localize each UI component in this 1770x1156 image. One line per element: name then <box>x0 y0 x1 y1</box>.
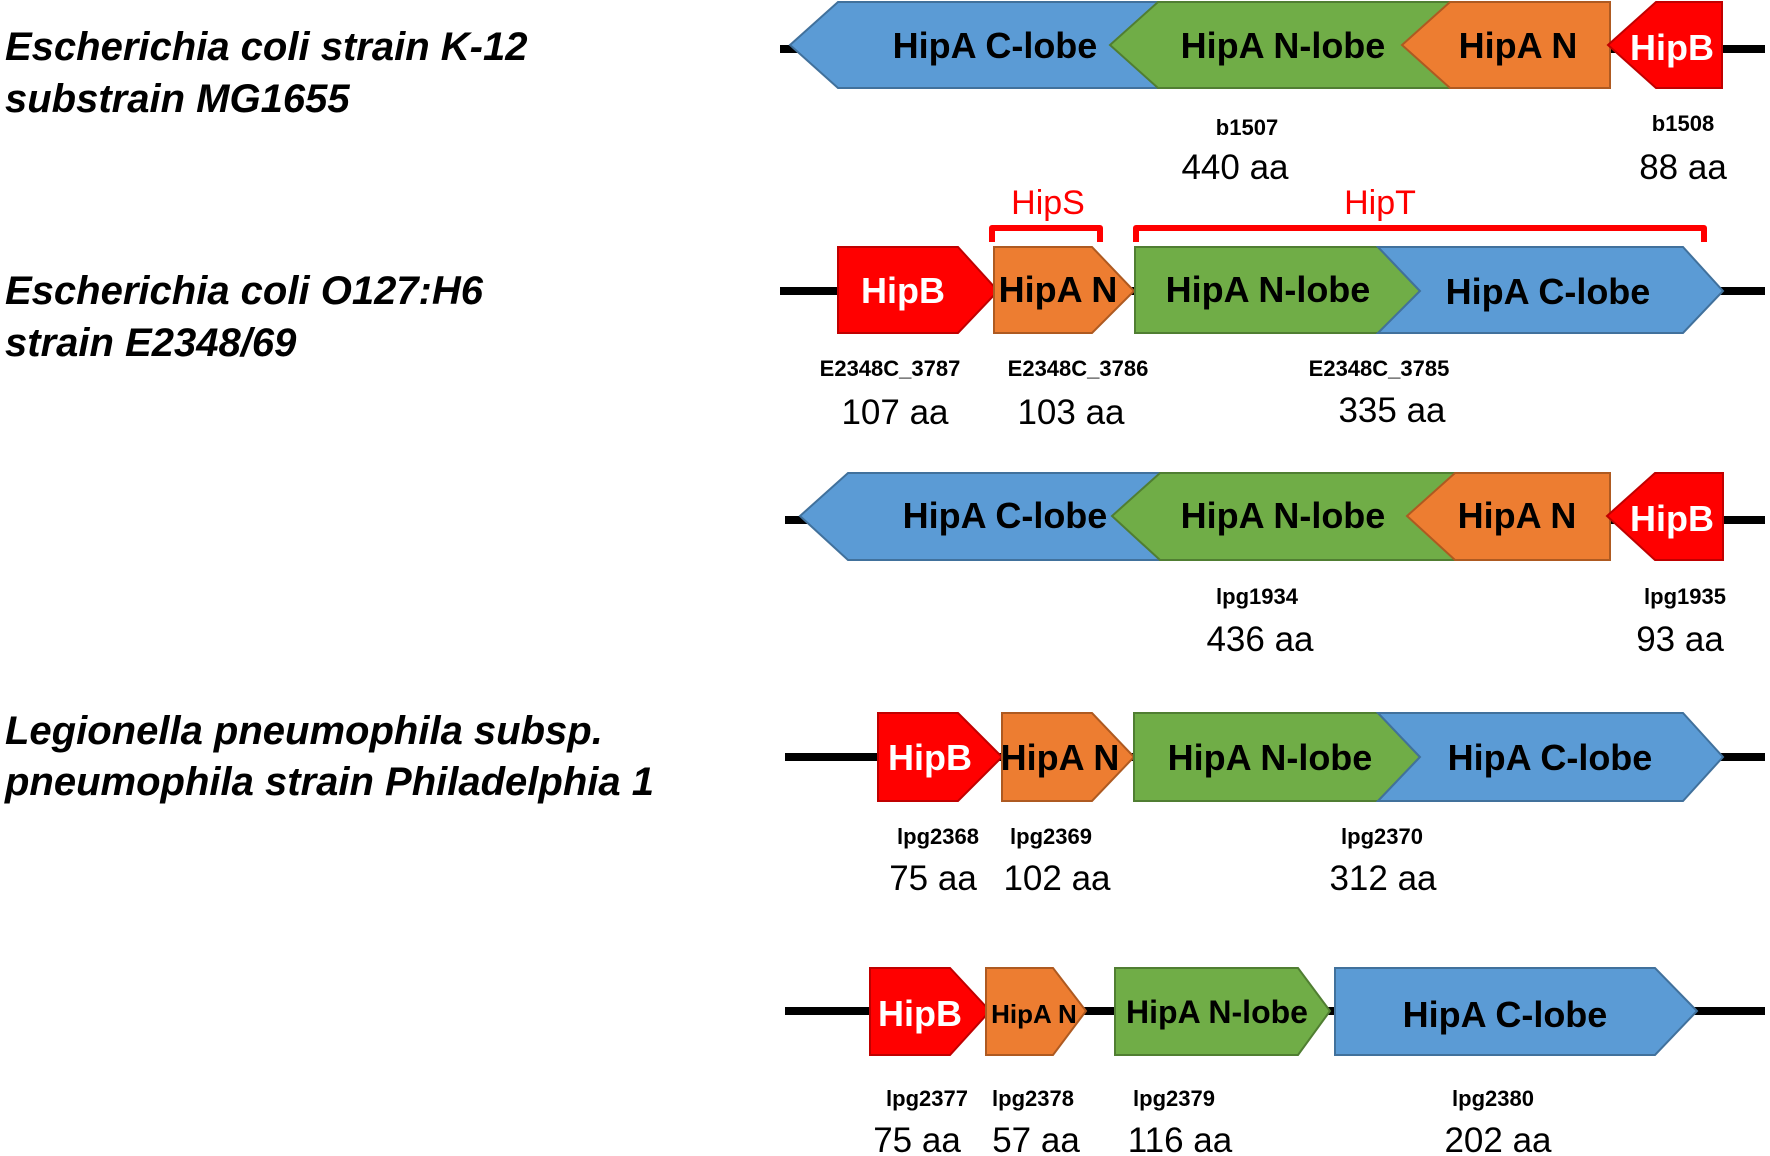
operon-1-gene-1-locus: b1507 <box>1216 115 1278 140</box>
operon-5-hipa-c-lobe-domain <box>1334 967 1699 1056</box>
operon-5-hipb-label: HipB <box>878 993 962 1034</box>
operon-3-hipb-domain <box>1605 472 1724 561</box>
operon-5-gene-3-length: 116 aa <box>1128 1121 1233 1156</box>
operon-5-hipa-n-lobe-label: HipA N-lobe <box>1126 994 1308 1030</box>
operon-2-hipa-c-lobe-domain <box>1375 246 1725 334</box>
operon-4-hipa-n-lobe-label: HipA N-lobe <box>1168 737 1373 778</box>
operon-2-hipa-n-label: HipA N <box>999 269 1118 310</box>
operon-1-hipa-n-domain <box>1400 1 1611 89</box>
operon-5-gene-1-length: 75 aa <box>873 1121 961 1156</box>
operon-2-hipa-n-lobe-label: HipA N-lobe <box>1166 269 1371 310</box>
operon-5-hipa-n-label: HipA N <box>991 999 1077 1029</box>
operon-1: HipA C-lobe HipA N-lobe HipA N HipB b150… <box>780 1 1765 187</box>
operon-5-gene-3-locus: lpg2379 <box>1133 1086 1215 1111</box>
operon-3-gene-1-length: 436 aa <box>1206 620 1314 659</box>
operon-3-hipa-n-lobe-label: HipA N-lobe <box>1181 495 1386 536</box>
operon-3-gene-1-locus: lpg1934 <box>1216 584 1299 609</box>
operon-2-gene-2-length: 103 aa <box>1017 393 1125 432</box>
operon-1-hipa-n-lobe-label: HipA N-lobe <box>1181 25 1386 66</box>
hipt-bracket <box>1133 225 1707 242</box>
operon-1-hipa-n-label: HipA N <box>1459 25 1578 66</box>
operon-5-hipa-c-lobe-label: HipA C-lobe <box>1403 994 1608 1035</box>
operon-5-gene-1-locus: lpg2377 <box>886 1086 968 1111</box>
operon-5-hipa-n-lobe-domain <box>1114 967 1332 1056</box>
species-labels: Escherichia coli strain K-12 substrain M… <box>4 25 654 804</box>
operon-5: HipB HipA N HipA N-lobe HipA C-lobe lpg2… <box>785 967 1765 1156</box>
operon-4-gene-2-length: 102 aa <box>1003 859 1111 898</box>
operon-5-gene-4-length: 202 aa <box>1444 1121 1552 1156</box>
operon-3-hipa-n-domain <box>1405 472 1611 561</box>
operon-3-hipa-n-label: HipA N <box>1458 495 1577 536</box>
operon-4-hipa-n-domain <box>1001 712 1136 802</box>
operon-4-gene-3-length: 312 aa <box>1329 859 1437 898</box>
operon-5-hipa-n-domain <box>985 967 1088 1056</box>
operon-3-hipa-n-lobe-domain <box>1110 472 1456 561</box>
operon-2: HipB HipA N HipA N-lobe HipA C-lobe HipS… <box>780 184 1765 432</box>
operon-1-hipa-c-lobe-label: HipA C-lobe <box>893 25 1098 66</box>
operon-2-gene-2-locus: E2348C_3786 <box>1008 356 1149 381</box>
operon-1-hipa-c-lobe-domain <box>788 1 1159 89</box>
operon-2-gene-1-length: 107 aa <box>841 393 949 432</box>
operon-3-gene-2-locus: lpg1935 <box>1644 584 1726 609</box>
operon-3-hipa-c-lobe-domain <box>798 472 1161 561</box>
operon-5-hipb-domain <box>869 967 992 1056</box>
operon-4-gene-3-locus: lpg2370 <box>1341 824 1423 849</box>
operon-2-hipa-c-lobe-label: HipA C-lobe <box>1446 271 1651 312</box>
operon-2-gene-1-locus: E2348C_3787 <box>820 356 961 381</box>
operon-2-hipb-domain <box>837 246 1000 334</box>
species-1-line-1: Escherichia coli strain K-12 <box>5 25 527 69</box>
operon-2-gene-3-locus: E2348C_3785 <box>1309 356 1450 381</box>
operon-4-gene-2-locus: lpg2369 <box>1010 824 1092 849</box>
operon-1-hipa-n-lobe-domain <box>1108 1 1451 89</box>
operon-5-gene-2-length: 57 aa <box>992 1121 1080 1156</box>
operon-4-gene-1-length: 75 aa <box>889 859 977 898</box>
species-3-line-1: Legionella pneumophila subsp. <box>5 709 603 753</box>
operon-4-hipa-n-label: HipA N <box>1001 737 1120 778</box>
operon-4-hipb-label: HipB <box>888 737 972 778</box>
species-3-line-2: pneumophila strain Philadelphia 1 <box>4 760 654 804</box>
operon-1-gene-2-locus: b1508 <box>1652 111 1714 136</box>
operon-3-hipb-label: HipB <box>1630 498 1714 539</box>
operon-3-gene-2-length: 93 aa <box>1636 620 1724 659</box>
operon-5-gene-2-locus: lpg2378 <box>992 1086 1074 1111</box>
hipt-bracket-label: HipT <box>1344 184 1416 222</box>
species-1-line-2: substrain MG1655 <box>5 77 350 121</box>
operon-2-gene-3-length: 335 aa <box>1338 391 1446 430</box>
operon-1-hipb-label: HipB <box>1630 27 1714 68</box>
operon-4-gene-1-locus: lpg2368 <box>897 824 979 849</box>
hips-bracket-label: HipS <box>1011 184 1085 222</box>
operon-1-hipb-domain <box>1606 1 1723 89</box>
operon-1-gene-1-length: 440 aa <box>1181 148 1289 187</box>
hips-bracket <box>989 225 1103 242</box>
operon-3: HipA C-lobe HipA N-lobe HipA N HipB lpg1… <box>785 472 1765 659</box>
operon-2-hipb-label: HipB <box>861 270 945 311</box>
operon-4: HipB HipA N HipA N-lobe HipA C-lobe lpg2… <box>785 712 1765 898</box>
operon-4-hipa-c-lobe-label: HipA C-lobe <box>1448 737 1653 778</box>
species-2-line-2: strain E2348/69 <box>5 321 297 365</box>
operon-4-hipa-c-lobe-domain <box>1375 712 1725 802</box>
operon-4-hipb-domain <box>877 712 1004 802</box>
species-2-line-1: Escherichia coli O127:H6 <box>5 269 484 313</box>
operon-1-gene-2-length: 88 aa <box>1639 148 1727 187</box>
operon-5-gene-4-locus: lpg2380 <box>1452 1086 1534 1111</box>
operon-2-hipa-n-domain <box>993 246 1136 334</box>
operon-3-hipa-c-lobe-label: HipA C-lobe <box>903 495 1108 536</box>
